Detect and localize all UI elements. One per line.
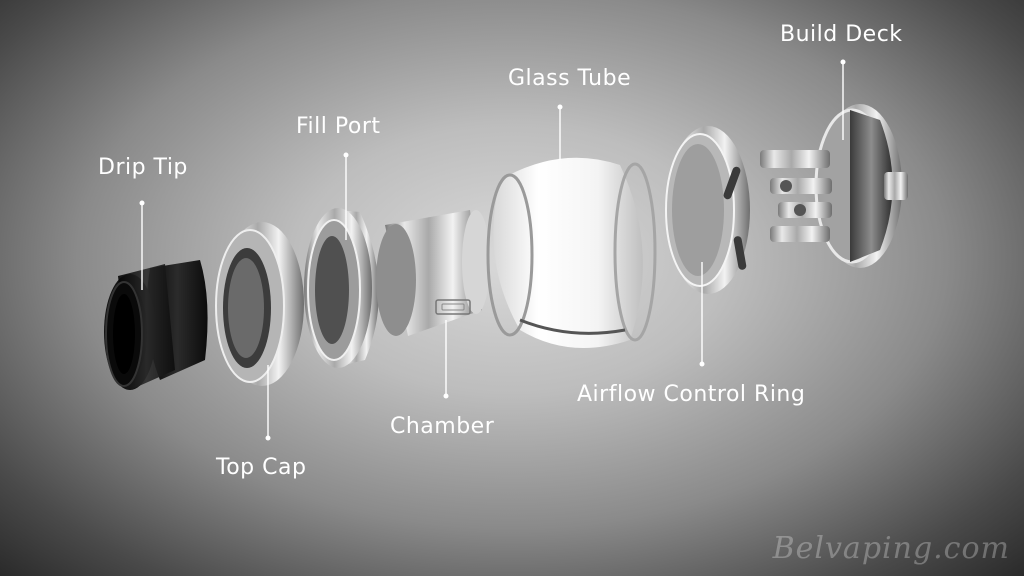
label-airflow-control-ring: Airflow Control Ring xyxy=(577,382,806,407)
build-deck-leader-dot xyxy=(840,59,846,65)
drip-tip-leader-dot xyxy=(139,200,145,206)
label-drip-tip: Drip Tip xyxy=(98,155,188,180)
airflow-control-ring-part xyxy=(665,126,750,294)
build-deck-part xyxy=(760,104,908,268)
top-cap-leader-dot xyxy=(265,435,271,441)
chamber-part xyxy=(376,210,490,336)
chamber-leader-dot xyxy=(443,393,449,399)
label-build-deck: Build Deck xyxy=(780,22,903,47)
fill-port-part xyxy=(304,208,379,368)
airflow-ring-leader-dot xyxy=(699,361,705,367)
leader-lines xyxy=(139,59,846,441)
glass-tube-leader-dot xyxy=(557,104,563,110)
label-glass-tube: Glass Tube xyxy=(508,66,632,91)
fill-port-leader-dot xyxy=(343,152,349,158)
drip-tip-part xyxy=(104,260,208,390)
label-chamber: Chamber xyxy=(390,414,495,439)
glass-tube-part xyxy=(486,157,657,348)
label-top-cap: Top Cap xyxy=(216,455,307,480)
label-fill-port: Fill Port xyxy=(296,114,381,139)
top-cap-part xyxy=(215,222,304,386)
watermark-logo: Belvaping.com xyxy=(772,531,1010,566)
